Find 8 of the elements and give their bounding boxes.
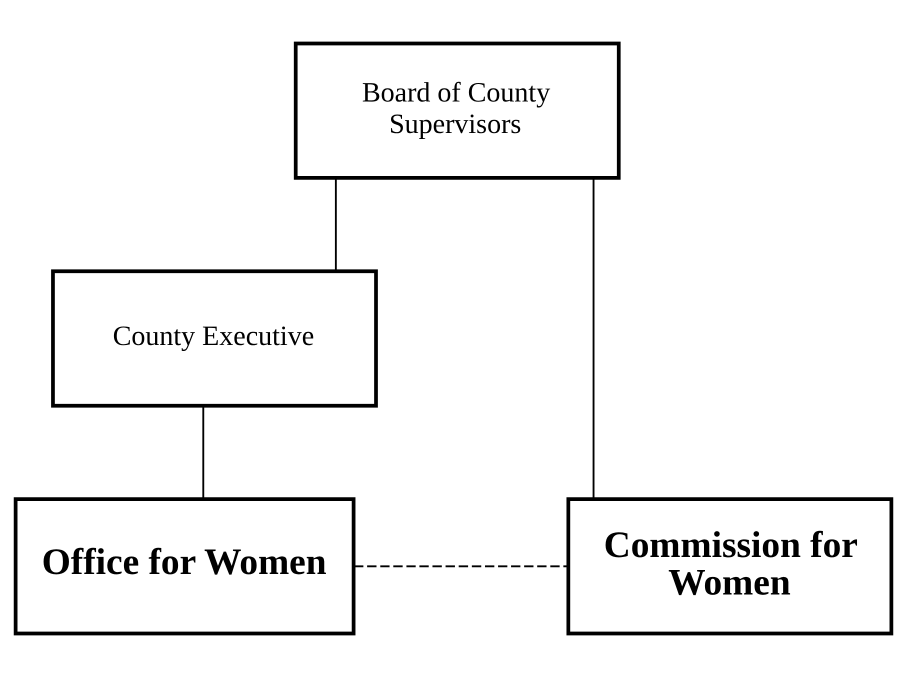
node-box: Commission for Women [566, 497, 894, 636]
node-box: County Executive [51, 269, 378, 408]
connector [334, 178, 337, 271]
connector [592, 178, 594, 499]
connector [354, 565, 568, 568]
node-box: Office for Women [14, 497, 356, 636]
node-box: Board of County Supervisors [294, 42, 621, 180]
connector [202, 406, 204, 498]
